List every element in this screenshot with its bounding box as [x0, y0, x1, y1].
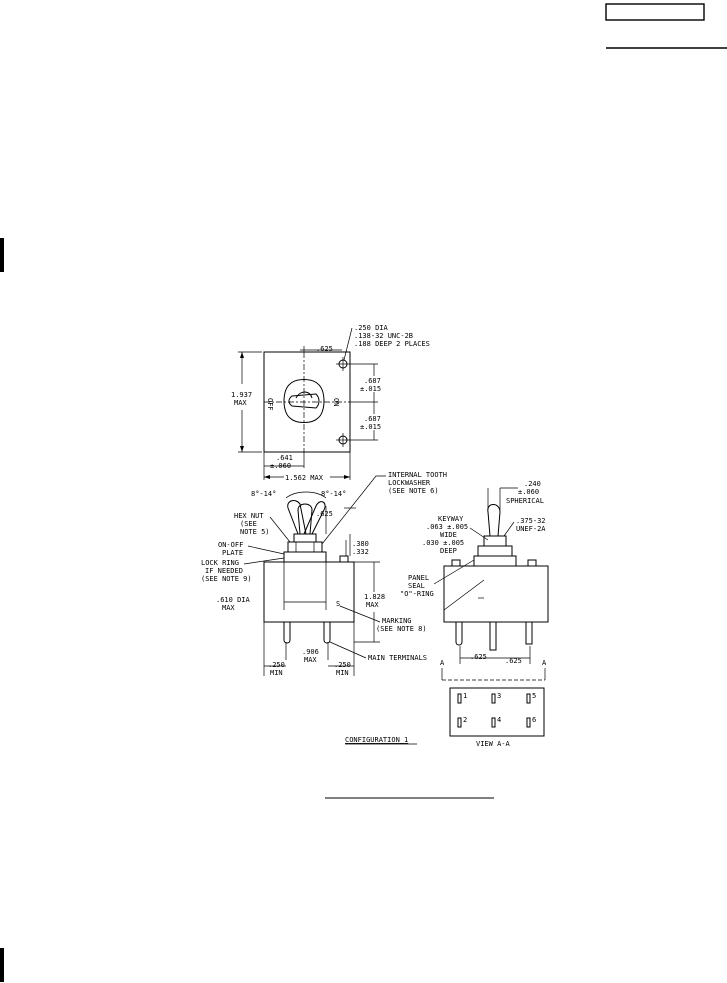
front-view-plate: [473, 555, 517, 567]
dim-380: .380: [352, 540, 369, 548]
top-dim-687a-2: ±.015: [360, 385, 381, 393]
view-aa-caption: VIEW A-A: [476, 740, 511, 748]
main-terminals-label: MAIN TERMINALS: [368, 654, 427, 662]
marking-2: (SEE NOTE 8): [376, 625, 427, 633]
top-dim-641-2: ±.060: [270, 462, 291, 470]
side-view-handle-right: [303, 501, 326, 535]
on-off-plate-2: PLATE: [222, 549, 243, 557]
top-view-lever: [295, 391, 313, 399]
top-dim-width: 1.562 MAX: [285, 474, 324, 482]
section-a-left: A: [440, 659, 445, 667]
config-caption: CONFIGURATION 1: [345, 736, 408, 744]
front-dim-240-2: ±.060: [518, 488, 539, 496]
header-box: [605, 3, 705, 21]
margin-mark-top: [0, 238, 4, 272]
keyway-3: WIDE: [440, 531, 457, 539]
lock-ring-2: IF NEEDED: [205, 567, 243, 575]
keyway-5: DEEP: [440, 547, 457, 555]
hole-callout-2: .138-32 UNC-2B: [354, 332, 413, 340]
margin-mark-bottom: [0, 948, 4, 982]
hole-callout-1: .250 DIA: [354, 324, 389, 332]
terminal-number-2: 2: [463, 716, 467, 724]
top-dim-641-1: .641: [276, 454, 293, 462]
terminal-number-5: 5: [532, 692, 536, 700]
dim-332: .332: [352, 548, 369, 556]
dim-1828-1: 1.828: [364, 593, 385, 601]
terminal-number-1: 1: [463, 692, 467, 700]
terminal-slots: [457, 693, 531, 728]
lockwasher-2: LOCKWASHER: [388, 479, 431, 487]
panel-seal-1: PANEL: [408, 574, 429, 582]
dia-610-1: .610 DIA: [216, 596, 251, 604]
top-dim-height-1: 1.937: [231, 391, 252, 399]
dim-906-2: MAX: [304, 656, 317, 664]
panel-seal-3: "O"-RING: [400, 590, 434, 598]
top-dim-687a-1: .687: [364, 377, 381, 385]
lockwasher-3: (SEE NOTE 6): [388, 487, 439, 495]
header-block: [605, 3, 727, 49]
keyway-1: KEYWAY: [438, 515, 464, 523]
thread-1: .375-32: [516, 517, 546, 525]
side-dim-625: .625: [316, 510, 333, 518]
hex-nut-1: HEX NUT: [234, 512, 264, 520]
keyway-4: .030 ±.005: [422, 539, 464, 547]
terminal-number-6: 6: [532, 716, 536, 724]
lockwasher-1: INTERNAL TOOTH: [388, 471, 447, 479]
side-view-hex-nut: [287, 541, 323, 553]
dim-250-right-1: .250: [334, 661, 351, 669]
top-dim-height-2: MAX: [234, 399, 247, 407]
side-view: 8°-14° 8°-14° INTERNAL TOOTH LOCKWASHER …: [201, 471, 447, 677]
top-view-knob: [288, 393, 320, 409]
angle-right: 8°-14°: [321, 490, 346, 498]
side-view-terminals: [283, 622, 331, 644]
terminal-number-4: 4: [497, 716, 501, 724]
side-view-plate: [283, 551, 327, 563]
top-dim-687b-2: ±.015: [360, 423, 381, 431]
keyway-2: .063 ±.005: [426, 523, 468, 531]
top-dim-687b-1: .687: [364, 415, 381, 423]
lock-ring-3: (SEE NOTE 9): [201, 575, 252, 583]
top-dim-625: .625: [316, 345, 333, 353]
hex-nut-2: (SEE: [240, 520, 257, 528]
on-off-plate-1: ON-OFF: [218, 541, 243, 549]
front-dim-240-1: .240: [524, 480, 541, 488]
marking-1: MARKING: [382, 617, 412, 625]
off-label: OFF: [266, 398, 274, 411]
front-dim-240-3: SPHERICAL: [506, 497, 544, 505]
panel-seal-2: SEAL: [408, 582, 425, 590]
view-aa: 1 2 3 4 5 6 VIEW A-A: [449, 687, 545, 748]
front-dim-625-a: .625: [470, 653, 487, 661]
view-aa-box: [449, 687, 545, 737]
front-dim-625-b: .625: [505, 657, 522, 665]
marking-symbol: S: [336, 600, 340, 608]
angle-left: 8°-14°: [251, 490, 276, 498]
top-view: OFF ON .250 DIA .138-32 UNC-2B .188 DEEP…: [231, 324, 430, 482]
front-view-handle: [487, 504, 501, 537]
front-view: .240 ±.060 SPHERICAL KEYWAY .063 ±.005 W…: [400, 480, 549, 681]
dim-1828-2: MAX: [366, 601, 379, 609]
hole-callout-3: .188 DEEP 2 PLACES: [354, 340, 430, 348]
front-view-body: [443, 565, 549, 623]
side-view-handle-left: [287, 500, 307, 535]
lock-ring-1: LOCK RING: [201, 559, 239, 567]
terminal-number-3: 3: [497, 692, 501, 700]
front-view-terminals: [455, 622, 533, 651]
section-a-right: A: [542, 659, 547, 667]
dim-250-left-2: MIN: [270, 669, 283, 677]
thread-2: UNEF-2A: [516, 525, 546, 533]
side-view-handle-center: [297, 503, 313, 535]
dia-610-2: MAX: [222, 604, 235, 612]
hex-nut-3: NOTE 5): [240, 528, 270, 536]
front-view-hex-nut: [477, 545, 513, 557]
top-view-rotary-plate: [283, 379, 325, 423]
dim-250-left-1: .250: [268, 661, 285, 669]
dim-906-1: .906: [302, 648, 319, 656]
side-view-body: [263, 561, 355, 623]
dim-250-right-2: MIN: [336, 669, 349, 677]
